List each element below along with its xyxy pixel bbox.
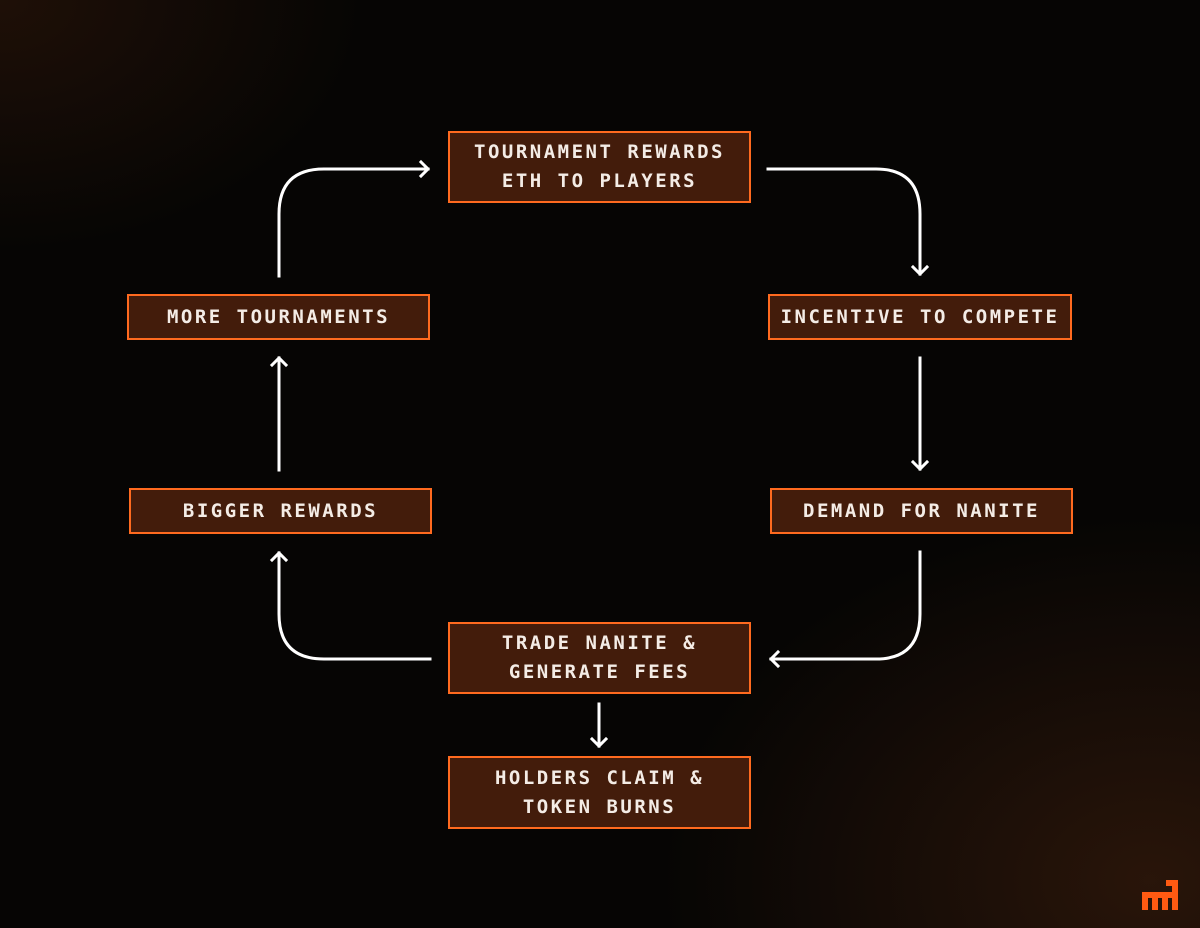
arrowhead-holders [589,736,609,749]
arrowhead-trade-right [768,649,781,669]
arrowhead-bigger-rewards [269,550,289,563]
arrowhead-incentive [910,264,930,277]
node-incentive-to-compete: INCENTIVE TO COMPETE [768,294,1072,340]
node-more-tournaments: MORE TOURNAMENTS [127,294,430,340]
arrow-more-tournaments-to-tournament-rewards [277,167,430,278]
node-trade-nanite: TRADE NANITE & GENERATE FEES [448,622,751,694]
node-more-tournaments-label: MORE TOURNAMENTS [166,305,391,328]
node-incentive-label: INCENTIVE TO COMPETE [780,305,1060,328]
pixel-creature-logo-icon [1142,880,1178,910]
node-tournament-rewards: TOURNAMENT REWARDS ETH TO PLAYERS [448,131,751,203]
node-bigger-rewards: BIGGER REWARDS [129,488,432,534]
node-bigger-rewards-label: BIGGER REWARDS [182,499,379,522]
arrowhead-tournament-rewards [418,159,431,179]
node-demand-label: DEMAND FOR NANITE [803,499,1040,522]
node-demand-for-nanite: DEMAND FOR NANITE [770,488,1073,534]
arrow-tournament-rewards-to-incentive [766,167,922,276]
node-holders-label: HOLDERS CLAIM & TOKEN BURNS [494,766,705,818]
node-holders-claim: HOLDERS CLAIM & TOKEN BURNS [448,756,751,829]
node-tournament-rewards-label: TOURNAMENT REWARDS ETH TO PLAYERS [474,141,725,192]
arrow-demand-to-trade [769,550,922,661]
arrow-trade-to-bigger-rewards [277,551,432,661]
node-trade-label: TRADE NANITE & GENERATE FEES [501,632,698,683]
arrowhead-more-tournaments [269,355,289,368]
arrowhead-demand [910,459,930,472]
